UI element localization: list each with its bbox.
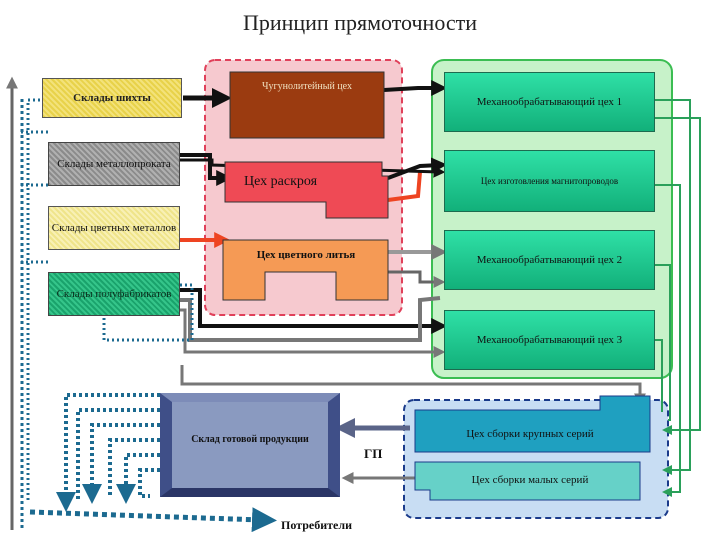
semi-gray-line-1: [180, 296, 441, 342]
mech-shop-1-label: Механообрабатывающий цех 1: [476, 95, 623, 108]
casting-to-mech3-arrow: [388, 270, 446, 288]
nonferrous-casting-shape: [222, 239, 389, 301]
dotted-flow-top: [26, 98, 40, 500]
large-assembly-shape: [414, 395, 651, 453]
dotted-flow-4: [108, 438, 160, 495]
warehouse-charge-label: Склады шихты: [73, 91, 151, 104]
iron-foundry-label-box: Чугунолитейный цех: [230, 80, 384, 120]
mech-shop-2: Механообрабатывающий цех 2: [444, 230, 655, 290]
small-assembly-label-box: Цех сборки малых серий: [430, 470, 630, 490]
large-assembly-label-box: Цех сборки крупных серий: [420, 424, 640, 444]
iron-foundry-shape: [229, 71, 385, 139]
iron-foundry-label: Чугунолитейный цех: [262, 81, 352, 92]
green-flow-5: [655, 339, 663, 412]
gray-to-assembly-line: [180, 365, 646, 406]
semi-to-mech3-line: [180, 288, 448, 334]
warehouse-semi-finished: Склады полуфабрикатов: [48, 272, 180, 316]
dotted-flow-3: [82, 423, 160, 504]
green-flow-2: [655, 117, 701, 435]
mech-shop-3: Механообрабатывающий цех 3: [444, 310, 655, 370]
mech-shop-3-label: Механообрабатывающий цех 3: [476, 333, 623, 346]
warehouse-semi-finished-label: Склады полуфабрикатов: [56, 287, 172, 300]
magnet-core-shop-label: Цех изготовления магнитопроводов: [480, 175, 619, 186]
nonferrous-casting-label: Цех цветного литья: [256, 248, 356, 261]
cutting-to-mech2-red-arrow: [387, 171, 422, 202]
consumers-label: Потребители: [281, 518, 352, 532]
warehouse-rolled-metal-label: Склады металлопроката: [57, 157, 171, 170]
finished-goods-inner: [172, 402, 328, 488]
finished-goods-label: Склад готовой продукции: [191, 433, 309, 445]
gp-label: ГП: [364, 446, 383, 461]
dotted-flow-low: [102, 283, 194, 342]
machining-zone: [431, 59, 673, 379]
warehouse-rolled-metal: Склады металлопроката: [48, 142, 180, 186]
warehouse-charge: Склады шихты: [42, 78, 182, 118]
large-assembly-label: Цех сборки крупных серий: [466, 427, 594, 440]
small-assembly-shape: [414, 461, 641, 501]
dotted-flow-5: [116, 453, 160, 504]
consumers-arrow: [29, 507, 277, 533]
cutting-to-magnet-arrow: [387, 157, 448, 180]
green-flow-3: [655, 184, 681, 497]
small-assembly-label: Цех сборки малых серий: [471, 473, 589, 486]
mech-shop-2-label: Механообрабатывающий цех 2: [476, 253, 623, 266]
dotted-flow-6: [138, 468, 160, 498]
rolled-to-cutting-arrow: [180, 153, 233, 186]
warehouse-nonferrous: Склады цветных металлов: [48, 206, 180, 250]
cutting-label: Цех раскроя: [244, 173, 318, 189]
green-flow-4: [655, 264, 671, 421]
warehouse-nonferrous-label: Склады цветных металлов: [51, 221, 177, 234]
magnet-core-shop: Цех изготовления магнитопроводов: [444, 150, 655, 212]
mech-shop-1: Механообрабатывающий цех 1: [444, 72, 655, 132]
nonferrous-casting-label-box: Цех цветного литья: [236, 246, 376, 264]
semi-gray-line-2: [180, 308, 446, 358]
cutting-shape: [224, 161, 389, 219]
diagram-title: Принцип прямоточности: [242, 10, 478, 35]
finished-goods-label-box: Склад готовой продукции: [176, 424, 324, 454]
cutting-label-box: Цех раскроя: [230, 168, 350, 194]
dotted-flow-1: [56, 393, 160, 512]
foundry-to-mech1-arrow: [383, 80, 448, 96]
